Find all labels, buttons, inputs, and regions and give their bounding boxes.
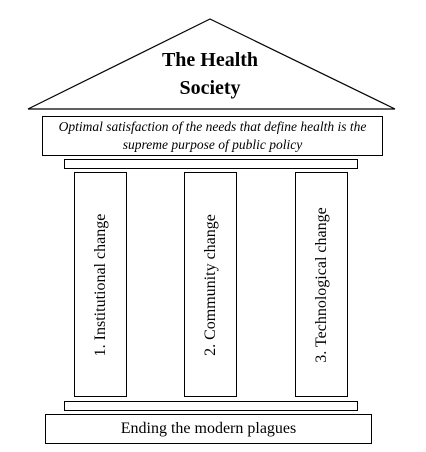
base-foundation: Ending the modern plagues [45,414,372,444]
lintel-text: Optimal satisfaction of the needs that d… [58,119,367,152]
roof-title-line-2: Society [179,77,241,99]
bottom-slab [64,401,358,411]
lintel-purpose-statement: Optimal satisfaction of the needs that d… [42,116,383,156]
pillar-label: 1. Institutional change [91,213,109,356]
pillar-label: 3. Technological change [312,206,330,363]
pillar-label: 2. Community change [201,213,219,356]
pillar-institutional-change: 1. Institutional change [74,172,127,397]
roof-title-line-1: The Health [161,49,259,71]
base-text: Ending the modern plagues [120,420,297,437]
pillar-community-change: 2. Community change [184,172,237,397]
pillar-technological-change: 3. Technological change [295,172,348,397]
top-slab [64,159,358,169]
roof-title: The Health Society [110,46,310,102]
